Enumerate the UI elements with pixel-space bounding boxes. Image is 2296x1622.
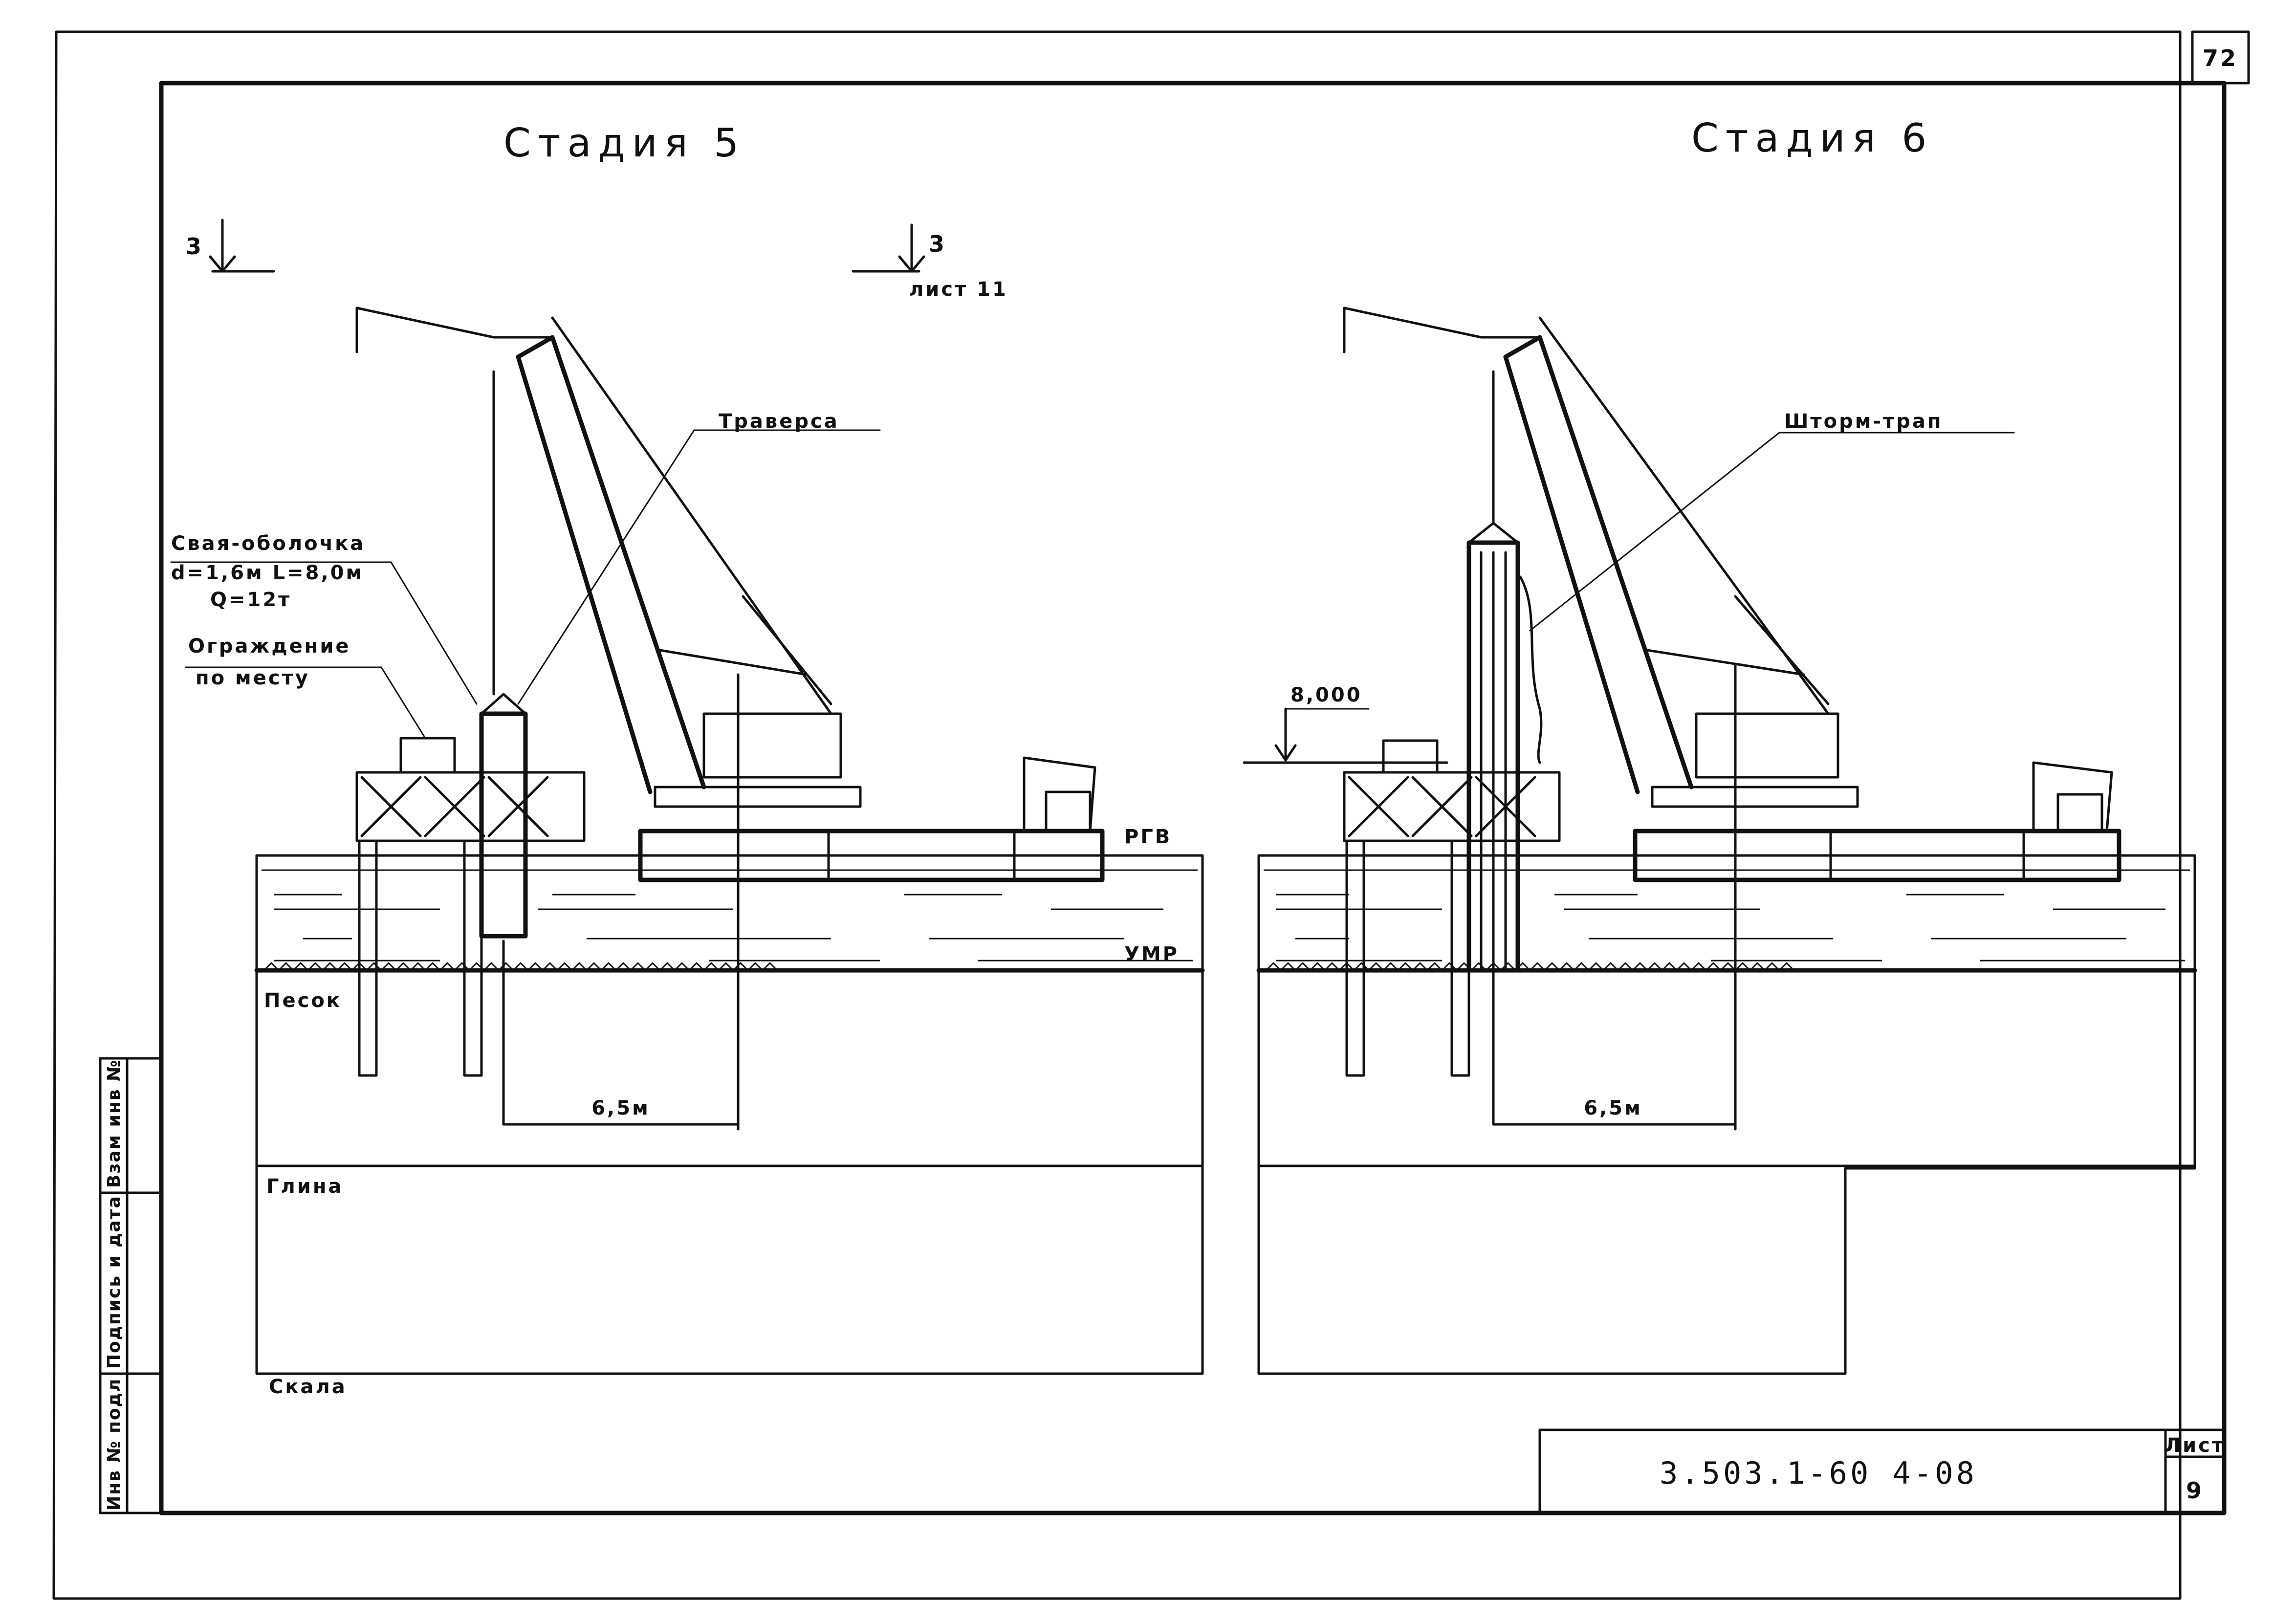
stage5-pile-label-1: Свая-оболочка [171, 532, 365, 555]
side-stamp-inventory: Инв № подл [104, 1378, 124, 1511]
side-stamp-replacement: Взам инв № [104, 1059, 124, 1188]
stage5-fence-label-2: по месту [196, 667, 310, 689]
title-block [1538, 1428, 2226, 1514]
section-marker [209, 219, 925, 273]
stage6-section [1243, 307, 2197, 1375]
stage5-clay-label: Глина [266, 1175, 343, 1198]
stage5-lwl-label: УМР [1124, 943, 1179, 965]
stage5-pile-label-2: d=1,6м L=8,0м [171, 562, 364, 584]
document-code: 3.503.1-60 4-08 [1660, 1455, 1977, 1491]
stage5-traverse-label: Траверса [719, 410, 839, 433]
stage6-dimension: 6,5м [1584, 1097, 1642, 1119]
stage6-title: Стадия 6 [1691, 115, 1933, 161]
stage5-title: Стадия 5 [503, 120, 745, 166]
stage5-pile-label-3: Q=12т [210, 589, 291, 611]
stage5-sand-label: Песок [264, 989, 342, 1012]
stage6-elevation-label: 8,000 [1290, 684, 1362, 706]
section-left-number: 3 [186, 233, 203, 260]
stage5-section [170, 307, 1205, 1375]
page-number: 72 [2203, 45, 2238, 71]
side-stamp [99, 1057, 163, 1514]
stage5-fence-label-1: Ограждение [188, 635, 351, 658]
stage6-ladder-label: Шторм-трап [1784, 410, 1943, 433]
sheet-number: 9 [2186, 1477, 2204, 1504]
section-sheet-ref: лист 11 [909, 278, 1008, 301]
side-stamp-signature: Подпись и дата [104, 1195, 124, 1369]
stage5-dimension: 6,5м [591, 1097, 650, 1119]
stage5-hwl-label: РГВ [1124, 826, 1172, 848]
sheet-label: Лист [2165, 1434, 2225, 1457]
section-right-number: 3 [929, 231, 946, 257]
stage5-rock-label: Скала [269, 1376, 347, 1398]
